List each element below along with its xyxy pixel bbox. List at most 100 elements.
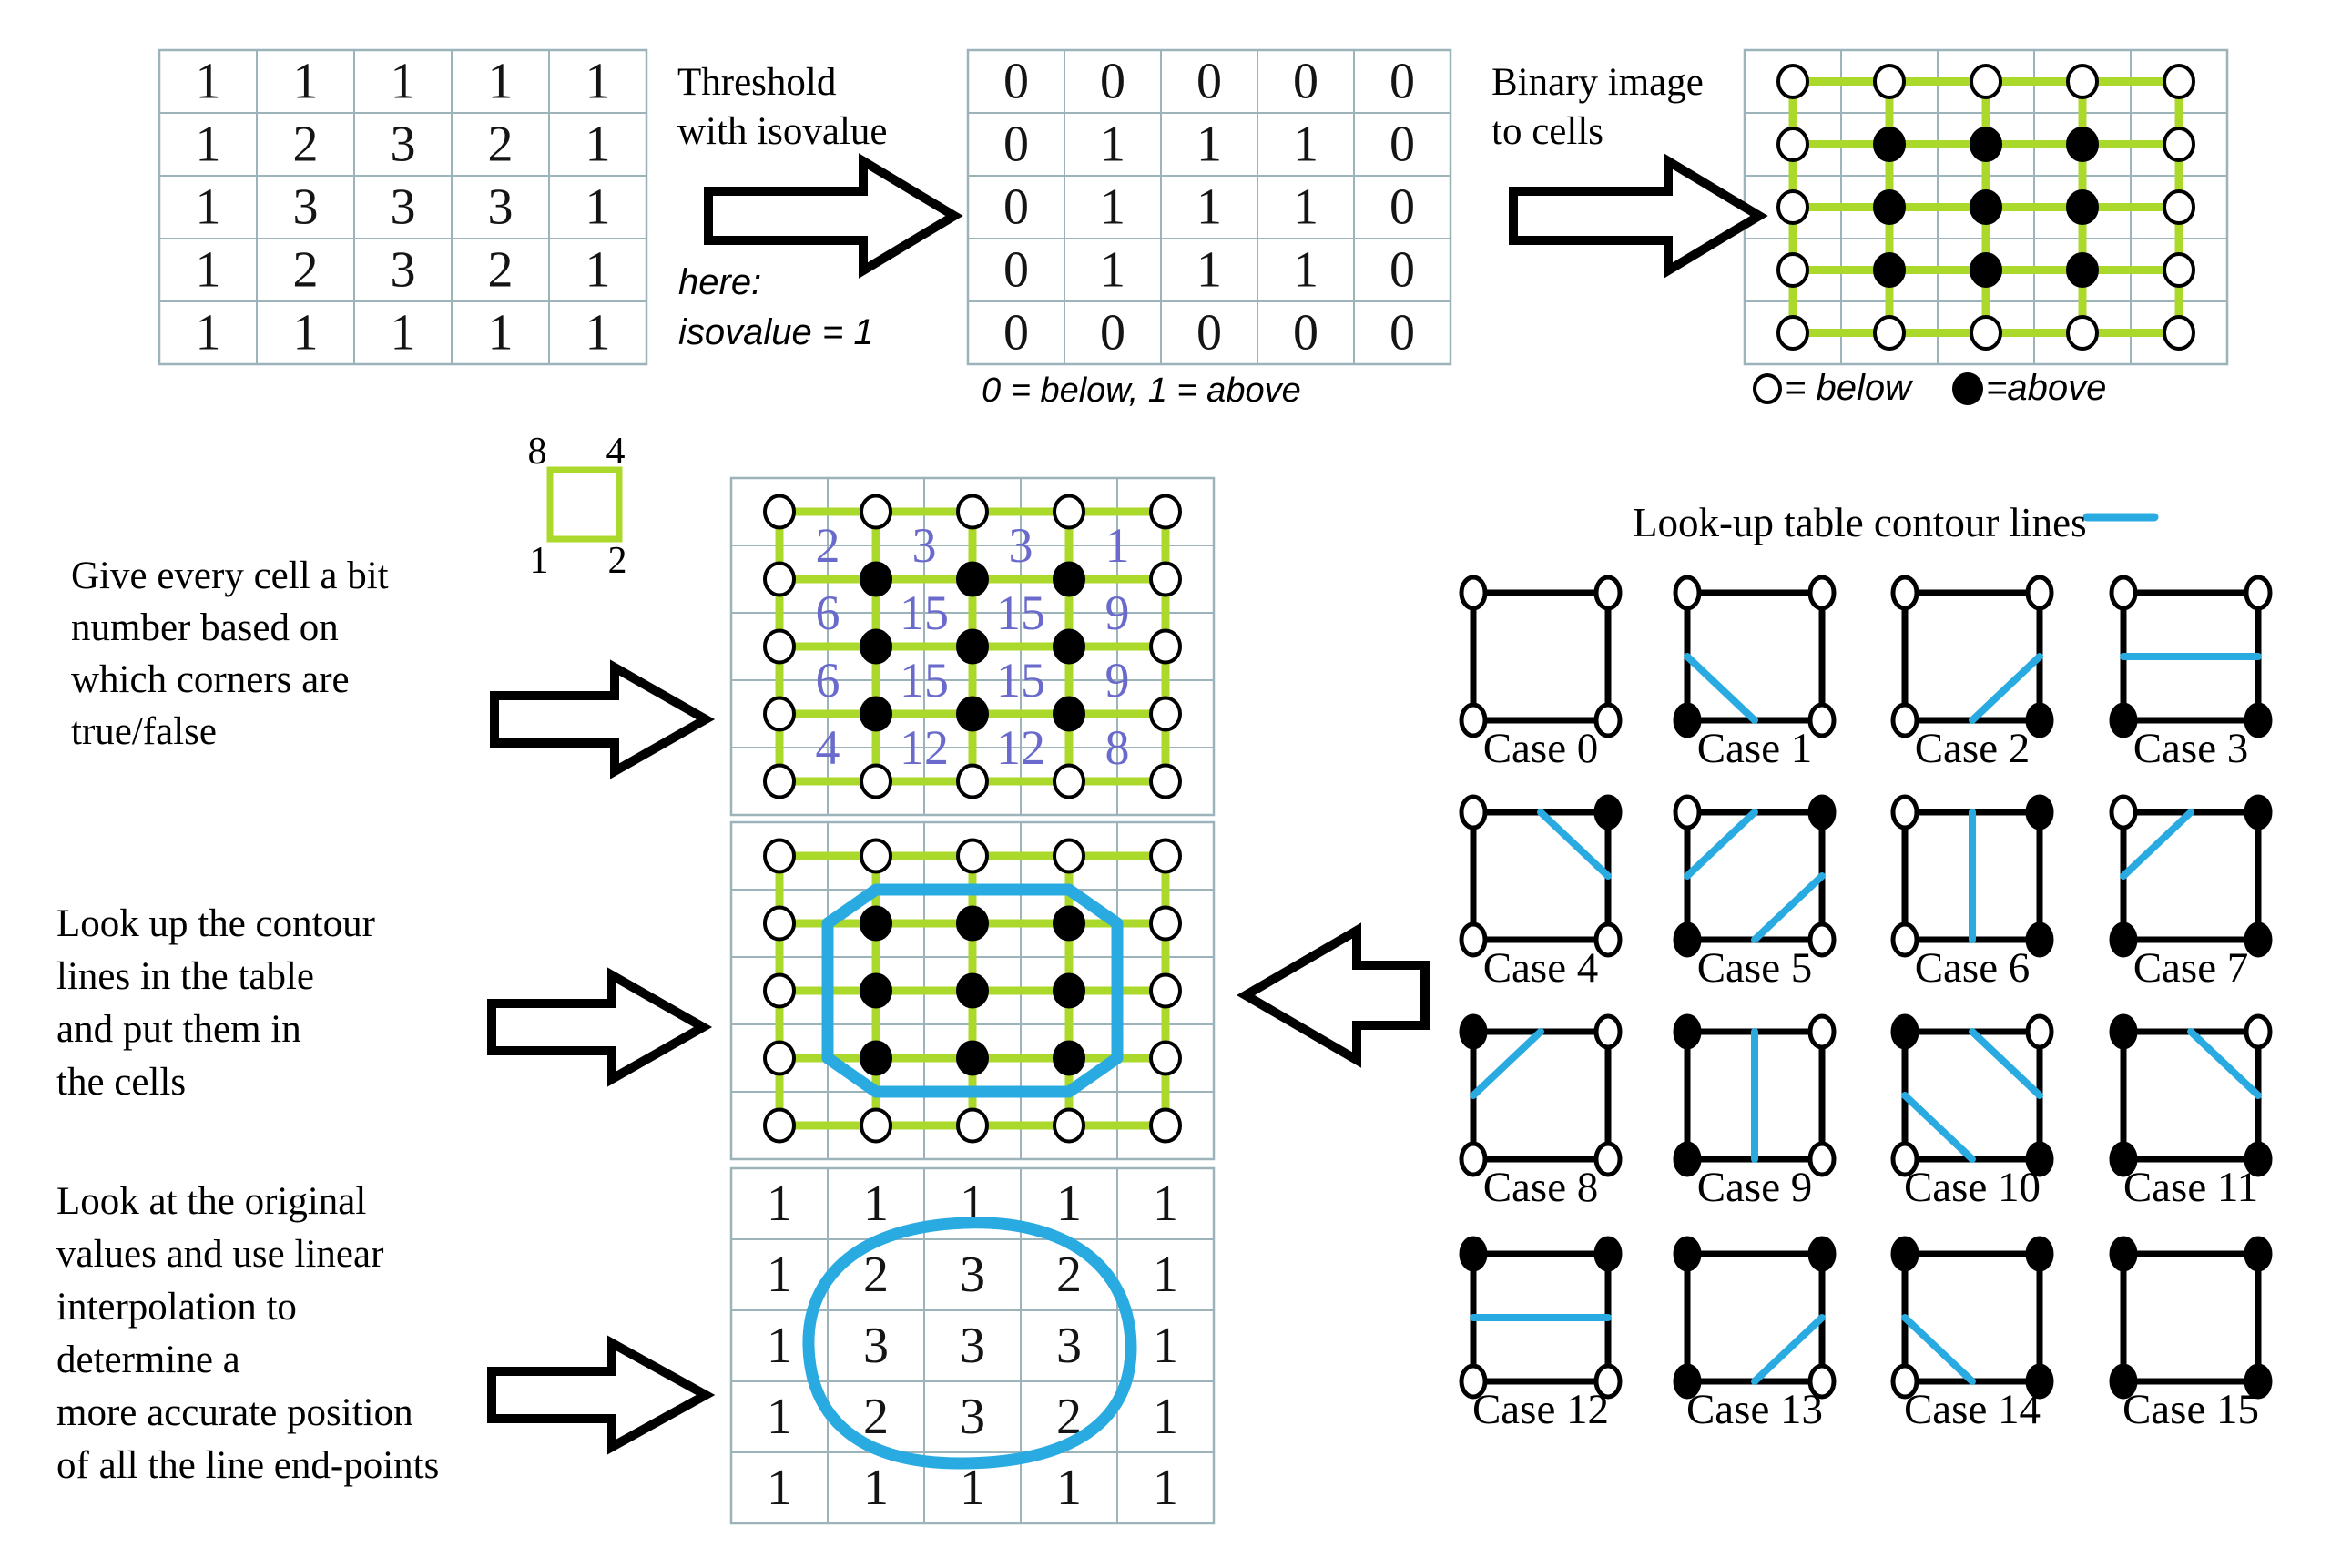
grid-cell-value: 1 <box>767 1247 792 1303</box>
corner-dot-open-icon <box>2025 575 2054 611</box>
corner-dot-filled-icon <box>2244 702 2273 738</box>
above-node-icon <box>1970 252 2002 288</box>
step-interp-line-1: Look at the original <box>56 1180 367 1223</box>
corner-dot-filled-icon <box>1673 1363 1702 1400</box>
corner-dot-open-icon <box>1807 575 1837 611</box>
case-label: Case 4 <box>1483 944 1599 992</box>
corner-dot-open-icon <box>1459 921 1488 958</box>
grid-border <box>729 476 1216 817</box>
grid-cell-value: 3 <box>391 242 416 299</box>
corner-dot-open-icon <box>1459 1141 1488 1177</box>
bit-cell-square <box>546 466 623 543</box>
step-lookup-line-4: the cells <box>56 1061 187 1104</box>
corner-dot-filled-icon <box>2109 1141 2138 1177</box>
case-contour-line <box>1901 1314 1976 1385</box>
case-5: Case 5 <box>1673 794 1837 992</box>
corner-dot-filled-icon <box>2244 1363 2273 1400</box>
grid-cell-value: 1 <box>863 1176 889 1232</box>
cell-bit-number: 12 <box>996 720 1045 775</box>
case-14: Case 14 <box>1890 1236 2054 1433</box>
case-label: Case 14 <box>1904 1386 2041 1433</box>
grid-cell-value: 1 <box>391 305 416 361</box>
corner-dot-open-icon <box>1673 794 1702 830</box>
above-node-icon <box>1053 561 1085 597</box>
corner-dot-filled-icon <box>1593 794 1623 830</box>
below-node-icon <box>763 628 796 665</box>
below-node-icon <box>1776 127 1809 162</box>
case-square <box>2120 1028 2262 1163</box>
above-node-icon <box>860 561 892 597</box>
interpolated-contour <box>802 1217 1137 1470</box>
below-node-icon <box>2163 64 2195 99</box>
case-label: Case 10 <box>1904 1164 2041 1211</box>
grid-cell-value: 0 <box>1100 54 1125 110</box>
below-node-icon <box>763 763 796 799</box>
grid-cell-value: 1 <box>196 242 221 299</box>
case-15: Case 15 <box>2109 1236 2273 1433</box>
below-node-icon <box>1149 696 1182 732</box>
below-node-icon <box>2163 127 2195 162</box>
corner-dot-filled-icon <box>2109 1236 2138 1272</box>
below-legend-dot-icon <box>1753 373 1782 404</box>
grid-cell-value: 1 <box>1293 242 1318 299</box>
contour-octagon <box>821 883 1124 1098</box>
case-label: Case 5 <box>1697 944 1813 992</box>
corner-dot-open-icon <box>1807 1363 1837 1400</box>
step-lookup-line-3: and put them in <box>56 1008 301 1051</box>
cell-bit-number: 3 <box>1009 518 1033 573</box>
grid-cell-value: 0 <box>1100 305 1125 361</box>
cell-bit-number: 3 <box>912 518 937 573</box>
legend-below-label: = below <box>1785 368 1911 408</box>
corner-dot-open-icon <box>2109 794 2138 830</box>
below-node-icon <box>1776 64 1809 99</box>
below-node-icon <box>860 1107 892 1144</box>
corner-dot-filled-icon <box>2244 1141 2273 1177</box>
below-node-icon <box>1873 315 1906 351</box>
step-interp-line-6: of all the line end-points <box>56 1444 440 1487</box>
grid-cell-value: 3 <box>1056 1318 1082 1374</box>
case-contour-line <box>1470 1028 1544 1099</box>
above-node-icon <box>860 696 892 732</box>
corner-dot-open-icon <box>1890 1363 1919 1400</box>
cell-bit-number: 2 <box>816 518 840 573</box>
case-contour-line <box>1684 653 1758 724</box>
grid-cell-value: 1 <box>1153 1318 1178 1374</box>
grid-cell-value: 3 <box>488 179 514 236</box>
grid-cell-value: 1 <box>1153 1247 1178 1303</box>
above-node-icon <box>1053 972 1085 1009</box>
cell-bit-number: 4 <box>816 720 840 775</box>
case-7: Case 7 <box>2109 794 2273 992</box>
above-node-icon <box>956 972 989 1009</box>
below-node-icon <box>2163 252 2195 288</box>
cell-bit-number: 8 <box>1105 720 1130 775</box>
case-contour-line <box>1969 1028 2043 1099</box>
above-node-icon <box>1053 696 1085 732</box>
grid-cell-value: 1 <box>863 1460 889 1516</box>
corner-dot-open-icon <box>1890 702 1919 738</box>
case-1: Case 1 <box>1673 575 1837 772</box>
case-3: Case 3 <box>2109 575 2273 772</box>
case-label: Case 9 <box>1697 1164 1813 1211</box>
corner-dot-filled-icon <box>2025 921 2054 958</box>
below-node-icon <box>1149 494 1182 530</box>
grid-cell-value: 3 <box>863 1318 889 1374</box>
grid-border <box>966 48 1452 366</box>
corner-dot-filled-icon <box>1890 1013 1919 1050</box>
grid-cell-value: 3 <box>391 117 416 173</box>
grid-cell-value: 2 <box>488 117 514 173</box>
step-interp-line-3: interpolation to <box>56 1286 297 1329</box>
grid-cell-value: 1 <box>1100 179 1125 236</box>
corner-dot-filled-icon <box>1673 702 1702 738</box>
case-square <box>1901 1028 2043 1163</box>
case-label: Case 6 <box>1915 944 2031 992</box>
grid-cell-value: 0 <box>1003 242 1029 299</box>
corner-dot-open-icon <box>1593 1141 1623 1177</box>
below-node-icon <box>1149 561 1182 597</box>
grid-border <box>158 48 648 366</box>
corner-dot-filled-icon <box>1807 794 1837 830</box>
below-node-icon <box>763 838 796 874</box>
case-square <box>1470 589 1612 724</box>
grid-cell-value: 1 <box>585 305 611 361</box>
grid-cell-value: 3 <box>960 1247 985 1303</box>
grid-cell-value: 1 <box>196 305 221 361</box>
